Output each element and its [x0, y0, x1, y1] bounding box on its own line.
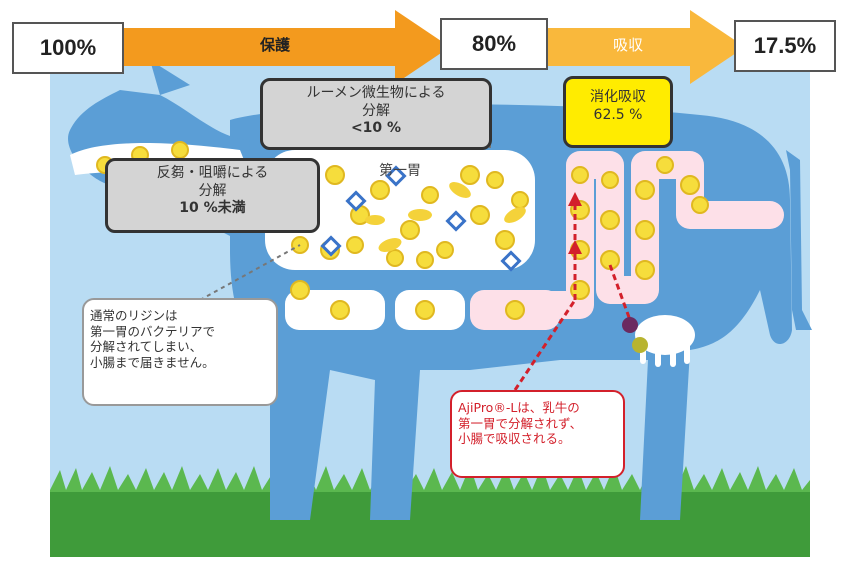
rumen-label: 第一胃 — [379, 163, 421, 179]
grass-blades — [50, 466, 810, 492]
chewing-callout-line1: 反芻・咀嚼による — [156, 165, 269, 181]
normal-lysine-line4: 小腸まで届きません。 — [90, 354, 215, 370]
arrowheads — [568, 192, 582, 254]
rumen-callout-line1: ルーメン微生物による — [306, 85, 446, 101]
absorption-arrow-label: 吸収 — [612, 36, 643, 54]
rumen-callout-line3: <10 % — [350, 120, 402, 136]
rumen-bacteria-callout: ルーメン微生物による 分解 <10 % — [260, 78, 492, 150]
normal-lysine-line3: 分解されてしまい、 — [90, 339, 203, 355]
absorption-callout-line1: 消化吸収 — [590, 89, 646, 105]
udder — [635, 315, 695, 367]
chewing-callout-line3: 10 %未満 — [179, 200, 246, 216]
protection-arrow — [120, 10, 450, 84]
ajipro-line2: 第一胃で分解されず、 — [458, 415, 583, 431]
protection-label: 保護 — [259, 36, 290, 54]
mid-percentage: 80% — [440, 18, 548, 70]
normal-lysine-note: 通常のリジンは 第一胃のバクテリアで 分解されてしまい、 小腸まで届きません。 — [82, 298, 278, 406]
blood-vessel-dot — [622, 317, 638, 333]
absorption-callout-line2: 62.5 % — [593, 106, 643, 123]
grass — [50, 490, 810, 557]
rumen-callout-line2: 分解 — [362, 102, 390, 119]
end-percentage: 17.5% — [734, 20, 836, 72]
start-percentage: 100% — [12, 22, 124, 74]
normal-lysine-line1: 通常のリジンは — [90, 308, 178, 323]
absorption-callout: 消化吸収 62.5 % — [563, 76, 673, 148]
absorbed-dot — [632, 337, 648, 353]
chewing-callout: 反芻・咀嚼による 分解 10 %未満 — [105, 158, 320, 233]
ajipro-line1: AjiPro®-Lは、乳牛の — [458, 400, 580, 415]
chewing-callout-line2: 分解 — [198, 182, 227, 199]
ajipro-note: AjiPro®-Lは、乳牛の 第一胃で分解されず、 小腸で吸収される。 — [450, 390, 625, 478]
ajipro-line3: 小腸で吸収される。 — [458, 431, 571, 447]
normal-lysine-line2: 第一胃のバクテリアで — [90, 323, 216, 339]
absorption-arrow — [548, 10, 745, 84]
